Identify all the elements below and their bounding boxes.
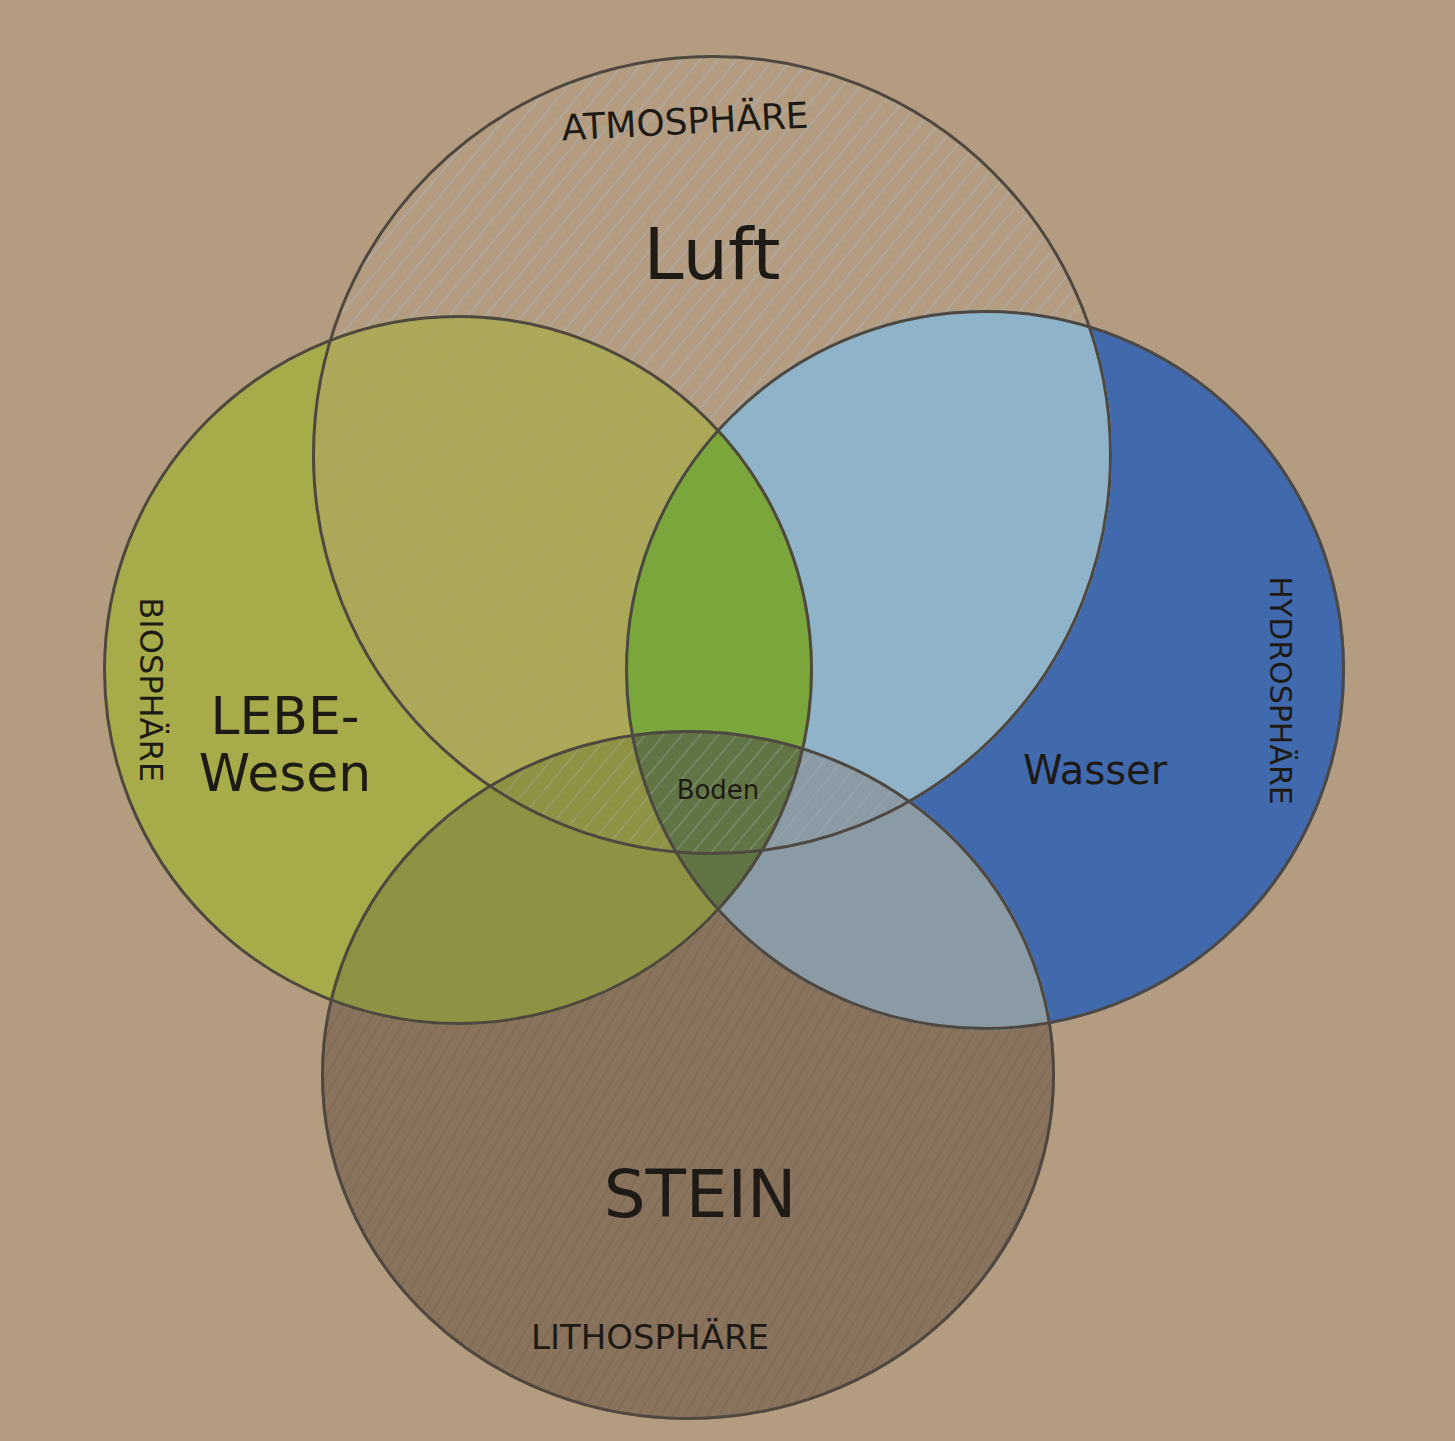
region-label: STEIN: [570, 1159, 830, 1232]
sphere-circle: HYDROSPHÄRE Wasser: [625, 310, 1345, 1030]
sphere-name: ATMOSPHÄRE: [514, 93, 856, 150]
sphere-circle: LITHOSPHÄRE STEIN: [321, 730, 1055, 1420]
sphere-outline: [312, 55, 1112, 855]
region-label: Luft: [582, 215, 842, 294]
sphere-name: HYDROSPHÄRE: [1264, 530, 1297, 850]
region-label: Wasser: [995, 748, 1195, 792]
sphere-border: [323, 732, 1054, 1419]
sphere-name: BIOSPHÄRE: [132, 530, 167, 850]
region-label: Boden: [658, 776, 778, 805]
sphere-outline: [103, 315, 813, 1025]
sphere-border: [314, 57, 1111, 854]
sphere-circle: ATMOSPHÄRE Luft: [312, 55, 1112, 855]
sphere-name: LITHOSPHÄRE: [480, 1319, 820, 1356]
sphere-outline: [321, 730, 1055, 1420]
sphere-border: [105, 317, 812, 1024]
sphere-circle: BIOSPHÄRE LEBE- Wesen: [103, 315, 813, 1025]
sphere-border: [627, 312, 1344, 1029]
sphere-outline: [625, 310, 1345, 1030]
region-label: LEBE- Wesen: [190, 688, 380, 802]
